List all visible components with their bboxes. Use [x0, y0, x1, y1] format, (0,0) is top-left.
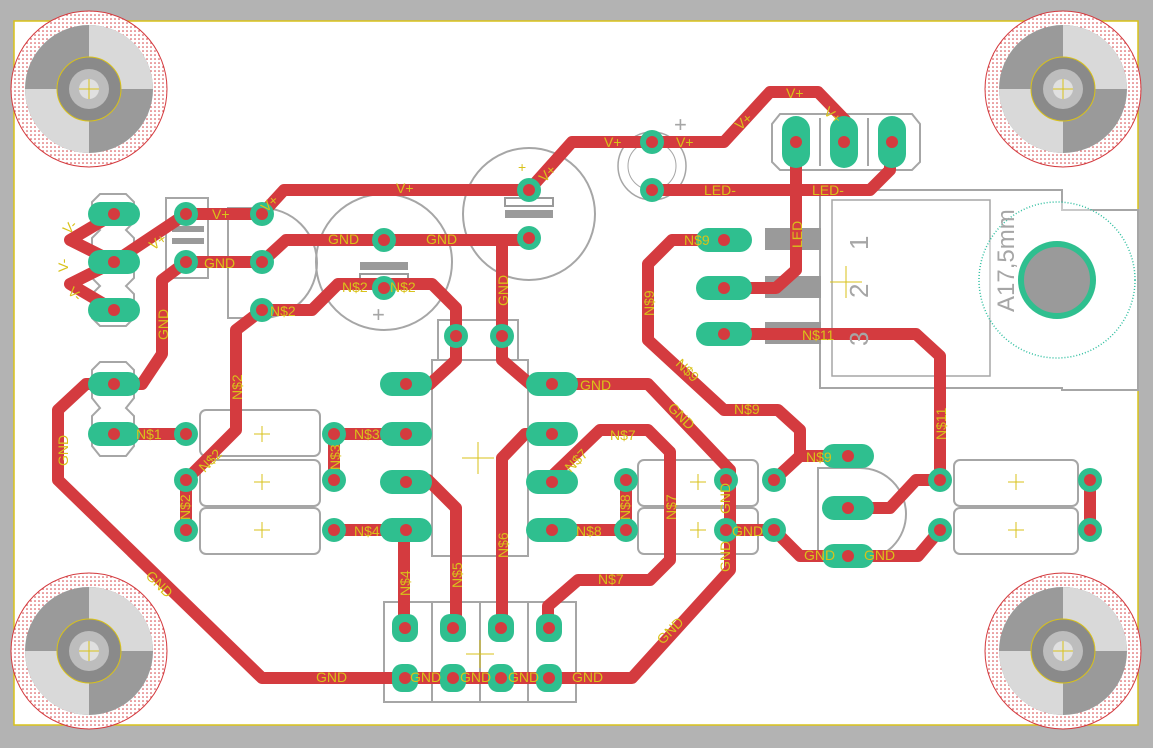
label-gnd-5: GND	[580, 377, 611, 393]
label-gnd-3: GND	[426, 231, 457, 247]
label-plus-cap-top: +	[518, 159, 526, 175]
label-led-minus-1: LED-	[704, 182, 736, 198]
label-n4-2: N$4	[397, 570, 413, 596]
label-vplus-1: V+	[212, 206, 230, 222]
label-n2-2: N$2	[390, 279, 416, 295]
label-n1: N$1	[136, 426, 162, 442]
label-gnd-9: GND	[732, 523, 763, 539]
label-gnd-17: GND	[572, 669, 603, 685]
label-vminus-2: V-	[55, 258, 71, 272]
label-vplus-top: V+	[396, 180, 414, 196]
label-gnd-8: GND	[717, 541, 733, 572]
label-n4-1: N$4	[354, 523, 380, 539]
label-heatsink: A17,5mm	[993, 209, 1020, 312]
mounting-hole-top-right	[984, 10, 1142, 168]
label-n11-1: N$11	[802, 327, 835, 343]
label-n2-4: N$2	[229, 374, 245, 400]
label-n3-2: N$3	[327, 444, 343, 470]
label-n2-3: N$2	[270, 303, 296, 319]
label-n2-6: N$2	[177, 494, 193, 520]
label-led-minus-2: LED-	[812, 182, 844, 198]
label-gnd-10: GND	[804, 547, 835, 563]
label-gnd-20: GND	[155, 309, 171, 340]
label-vplus-2: V+	[604, 134, 622, 150]
regulator-labels: 1 2 3 A17,5mm	[844, 209, 1020, 346]
label-n9-4: N$9	[734, 401, 760, 417]
label-gnd-16: GND	[508, 669, 539, 685]
label-n7-4: N$7	[598, 571, 624, 587]
label-plus-cap-left: +	[372, 302, 385, 327]
label-pin3: 3	[844, 332, 874, 346]
label-n6: N$6	[495, 532, 511, 558]
label-vplus-3: V+	[676, 134, 694, 150]
label-n2-1: N$2	[342, 279, 368, 295]
pad-drills	[108, 136, 1096, 684]
label-gnd-4: GND	[495, 275, 511, 306]
label-n9-1: N$9	[684, 232, 710, 248]
mounting-hole-top-left	[10, 10, 168, 168]
label-n9-2: N$9	[641, 290, 657, 316]
mounting-hole-bottom-left	[10, 572, 168, 730]
label-n11-2: N$11	[933, 407, 949, 440]
label-n8-1: N$8	[576, 523, 602, 539]
heatsink	[978, 201, 1136, 359]
label-gnd-1: GND	[204, 255, 235, 271]
label-n8-2: N$8	[617, 494, 633, 520]
label-n7-1: N$7	[610, 427, 636, 443]
label-gnd-11: GND	[864, 547, 895, 563]
label-gnd-2: GND	[328, 231, 359, 247]
label-vplus-4: V+	[786, 85, 804, 101]
label-n5: N$5	[449, 562, 465, 588]
label-pin1: 1	[844, 236, 874, 250]
label-gnd-13: GND	[316, 669, 347, 685]
label-n7-3: N$7	[663, 494, 679, 520]
label-led: LED	[789, 221, 805, 248]
label-gnd-7: GND	[717, 483, 733, 514]
label-gnd-15: GND	[460, 669, 491, 685]
mounting-hole-bottom-right	[984, 572, 1142, 730]
label-gnd-14: GND	[410, 669, 441, 685]
label-n9-5: N$9	[806, 449, 832, 465]
label-pin2: 2	[844, 284, 874, 298]
label-n3-1: N$3	[354, 426, 380, 442]
label-plus-led: +	[674, 112, 687, 137]
label-gnd-19: GND	[55, 435, 71, 466]
component-origins	[254, 266, 1024, 668]
